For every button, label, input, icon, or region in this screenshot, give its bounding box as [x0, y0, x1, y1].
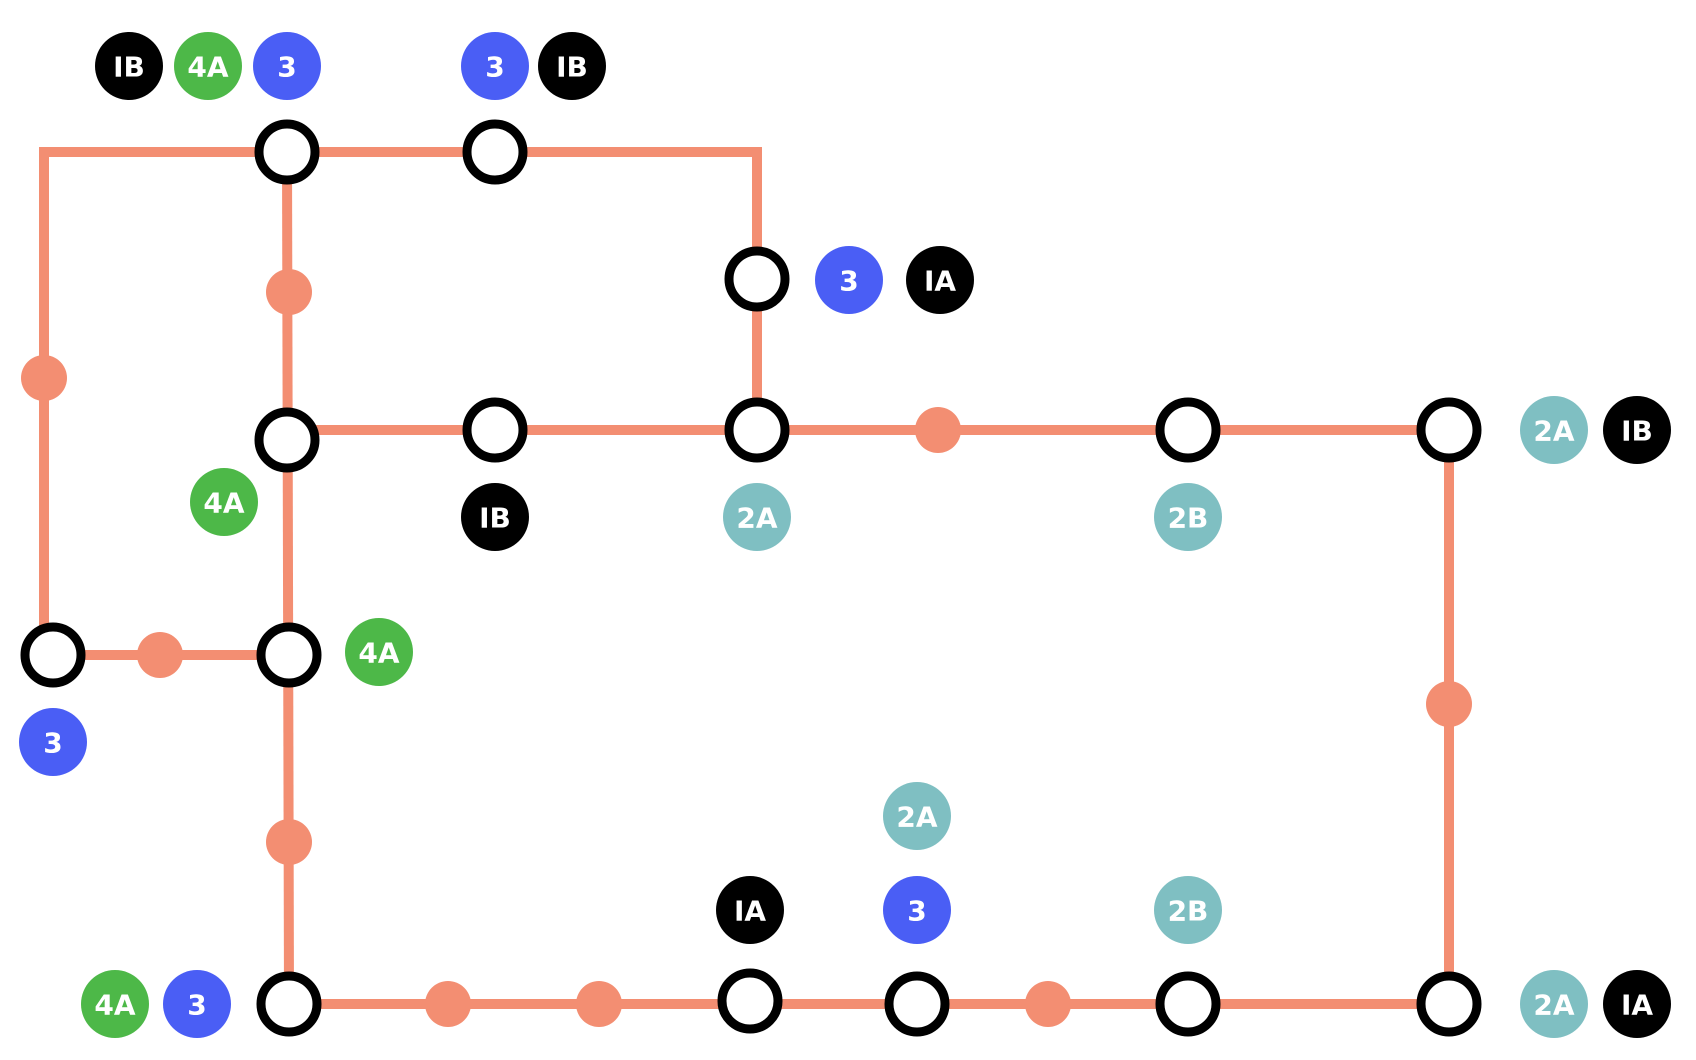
station-node[interactable] — [724, 246, 790, 312]
badge-label: IA — [734, 895, 766, 928]
badge-circle — [1603, 970, 1671, 1038]
stations — [20, 119, 1482, 1037]
badge-label: IB — [113, 51, 145, 84]
badge-label: 2A — [1533, 415, 1574, 448]
badge-circle — [1154, 483, 1222, 551]
stop-dot — [21, 355, 67, 401]
badge-label: 2A — [896, 801, 937, 834]
line-badge-2a: 2A — [883, 782, 951, 850]
badge-label: 3 — [907, 895, 926, 928]
line-badge-1a: IA — [906, 246, 974, 314]
badge-circle — [253, 32, 321, 100]
badge-circle — [190, 468, 258, 536]
line-badge-3: 3 — [815, 246, 883, 314]
badge-label: IB — [479, 502, 511, 535]
badge-label: 4A — [203, 487, 244, 520]
badge-circle — [1520, 396, 1588, 464]
line-badge-2a: 2A — [1520, 970, 1588, 1038]
route-top-segment — [287, 147, 762, 430]
badge-circle — [163, 970, 231, 1038]
badge-label: 4A — [187, 51, 228, 84]
badge-circle — [345, 618, 413, 686]
line-badge-4a: 4A — [345, 618, 413, 686]
badge-label: 3 — [485, 51, 504, 84]
badge-circle — [461, 32, 529, 100]
badge-circle — [815, 246, 883, 314]
line-badge-1b: IB — [538, 32, 606, 100]
line-badge-1a: IA — [716, 876, 784, 944]
station-node[interactable] — [1416, 971, 1482, 1037]
line-badge-4a: 4A — [81, 970, 149, 1038]
station-node[interactable] — [1155, 971, 1221, 1037]
stop-dot — [1025, 981, 1071, 1027]
badge-label: IB — [1621, 415, 1653, 448]
station-node[interactable] — [884, 971, 950, 1037]
line-badge-3: 3 — [461, 32, 529, 100]
badge-label: 4A — [94, 989, 135, 1022]
badge-label: 3 — [277, 51, 296, 84]
intermediate-stops — [21, 269, 1472, 1027]
line-badge-1b: IB — [95, 32, 163, 100]
badge-label: 2B — [1168, 895, 1209, 928]
station-node[interactable] — [1416, 397, 1482, 463]
badge-circle — [95, 32, 163, 100]
line-badge-3: 3 — [19, 708, 87, 776]
badge-label: 3 — [43, 727, 62, 760]
badge-label: 2A — [736, 502, 777, 535]
badge-label: IB — [556, 51, 588, 84]
line-badge-3: 3 — [253, 32, 321, 100]
station-node[interactable] — [256, 622, 322, 688]
badge-label: 4A — [358, 637, 399, 670]
stop-dot — [266, 819, 312, 865]
badge-label: IA — [1621, 989, 1653, 1022]
badge-circle — [883, 876, 951, 944]
badge-circle — [461, 483, 529, 551]
stop-dot — [425, 981, 471, 1027]
line-badge-4a: 4A — [174, 32, 242, 100]
line-badge-4a: 4A — [190, 468, 258, 536]
badge-label: IA — [924, 265, 956, 298]
line-badge-1b: IB — [461, 483, 529, 551]
badge-circle — [1154, 876, 1222, 944]
badge-circle — [1603, 396, 1671, 464]
badge-circle — [1520, 970, 1588, 1038]
badge-circle — [19, 708, 87, 776]
station-node[interactable] — [256, 971, 322, 1037]
stop-dot — [576, 981, 622, 1027]
route-outer-loop-left — [39, 147, 287, 660]
badge-label: 3 — [839, 265, 858, 298]
stop-dot — [266, 269, 312, 315]
line-badge-2a: 2A — [723, 483, 791, 551]
stop-dot — [915, 407, 961, 453]
station-node[interactable] — [254, 407, 320, 473]
station-node[interactable] — [462, 119, 528, 185]
badge-circle — [174, 32, 242, 100]
badge-circle — [81, 970, 149, 1038]
station-node[interactable] — [1155, 397, 1221, 463]
line-badge-3: 3 — [883, 876, 951, 944]
line-badge-1a: IA — [1603, 970, 1671, 1038]
badge-label: 2B — [1168, 502, 1209, 535]
badge-circle — [906, 246, 974, 314]
badge-label: 3 — [187, 989, 206, 1022]
badge-circle — [883, 782, 951, 850]
line-badge-3: 3 — [163, 970, 231, 1038]
station-node[interactable] — [20, 622, 86, 688]
stop-dot — [137, 632, 183, 678]
station-node[interactable] — [254, 119, 320, 185]
stop-dot — [1426, 681, 1472, 727]
station-node[interactable] — [462, 397, 528, 463]
line-badge-2b: 2B — [1154, 876, 1222, 944]
line-badge-1b: IB — [1603, 396, 1671, 464]
badge-label: 2A — [1533, 989, 1574, 1022]
station-node[interactable] — [717, 968, 783, 1034]
line-badge-2b: 2B — [1154, 483, 1222, 551]
station-node[interactable] — [724, 397, 790, 463]
badge-circle — [723, 483, 791, 551]
line-badge-2a: 2A — [1520, 396, 1588, 464]
badge-circle — [538, 32, 606, 100]
badge-circle — [716, 876, 784, 944]
